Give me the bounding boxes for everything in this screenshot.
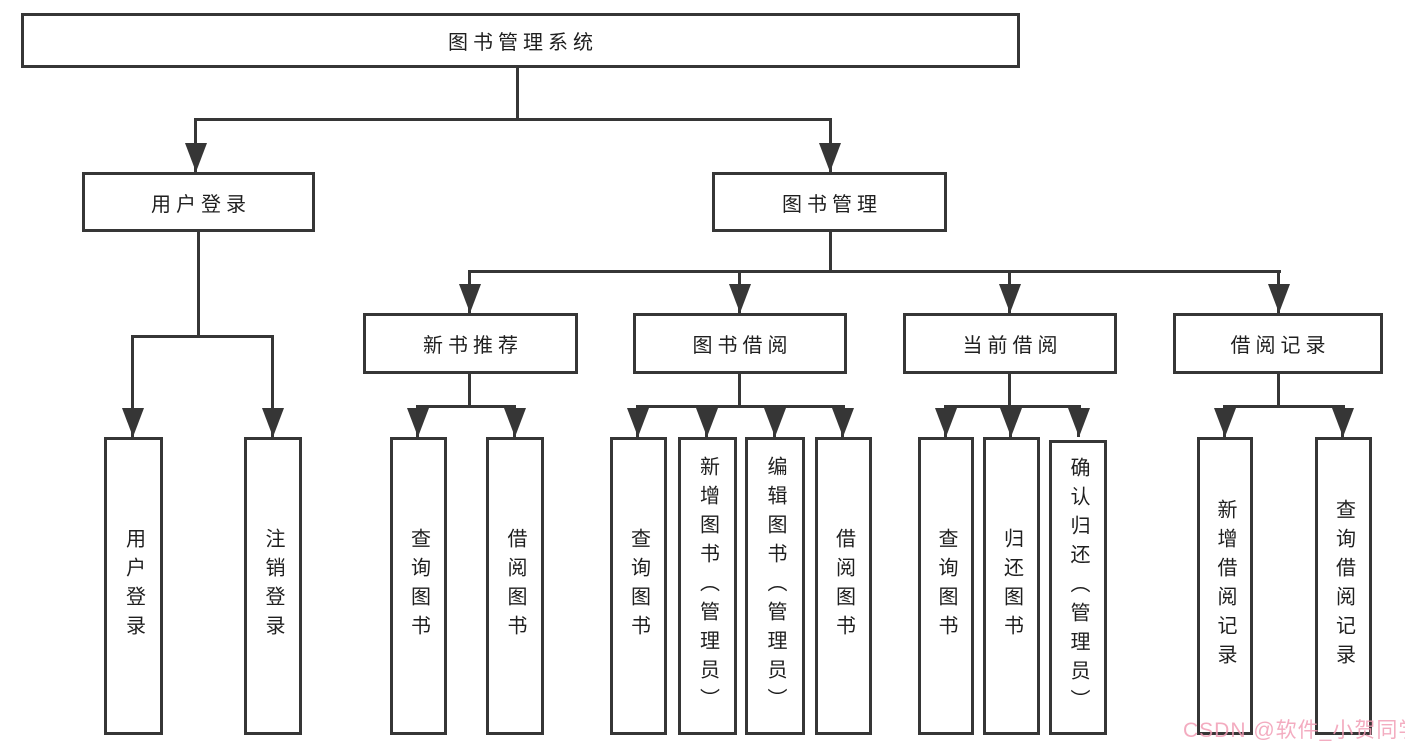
leaf-rec-borrow-books: 借阅图书 <box>486 437 544 735</box>
connector-line <box>1223 405 1345 408</box>
node-user-login-label: 用户登录 <box>151 193 251 216</box>
arrowhead-down-icon <box>262 408 284 437</box>
arrowhead-down-icon <box>122 408 144 437</box>
arrowhead-down-icon <box>819 143 841 172</box>
arrowhead-down-icon <box>407 408 429 437</box>
leaf-user-login: 用户登录 <box>104 437 163 735</box>
connector-line <box>131 335 134 437</box>
node-root-label: 图书管理系统 <box>448 32 598 54</box>
node-book-borrowing: 图书借阅 <box>633 313 847 374</box>
leaf-rec-query-books: 查询图书 <box>390 437 447 735</box>
leaf-cb-confirm-return-admin: 确认归还（管理员） <box>1049 440 1107 735</box>
node-book-management: 图书管理 <box>712 172 947 232</box>
node-borrowing-records: 借阅记录 <box>1173 313 1383 374</box>
arrowhead-down-icon <box>729 284 751 313</box>
connector-line <box>468 374 471 405</box>
leaf-cb-confirm-return-admin-label: 确认归还（管理员） <box>1067 457 1089 718</box>
arrowhead-down-icon <box>504 408 526 437</box>
arrowhead-down-icon <box>627 408 649 437</box>
leaf-rec-query-books-label: 查询图书 <box>407 528 430 644</box>
connector-line <box>416 405 516 408</box>
leaf-cb-return-books-label: 归还图书 <box>1000 528 1023 644</box>
leaf-logout-login-label: 注销登录 <box>262 528 284 644</box>
connector-line <box>636 405 845 408</box>
leaf-cb-query-books: 查询图书 <box>918 437 974 735</box>
connector-line <box>1008 374 1011 405</box>
leaf-br-add-record-label: 新增借阅记录 <box>1214 499 1236 673</box>
connector-line <box>738 374 741 405</box>
leaf-bb-add-books-admin: 新增图书（管理员） <box>678 437 737 735</box>
connector-line <box>516 68 519 118</box>
node-root: 图书管理系统 <box>21 13 1020 68</box>
arrowhead-down-icon <box>185 143 207 172</box>
leaf-bb-edit-books-admin: 编辑图书（管理员） <box>745 437 805 735</box>
csdn-watermark: CSDN @软件_小贺同学 <box>1183 719 1405 742</box>
leaf-cb-query-books-label: 查询图书 <box>935 528 957 644</box>
arrowhead-down-icon <box>935 408 957 437</box>
arrowhead-down-icon <box>1268 284 1290 313</box>
connector-line <box>944 405 1081 408</box>
node-new-book-recommend: 新书推荐 <box>363 313 578 374</box>
node-borrowing-records-label: 借阅记录 <box>1230 335 1331 357</box>
leaf-rec-borrow-books-label: 借阅图书 <box>504 528 526 644</box>
node-new-book-recommend-label: 新书推荐 <box>423 335 523 357</box>
leaf-bb-query-books: 查询图书 <box>610 437 667 735</box>
leaf-br-add-record: 新增借阅记录 <box>1197 437 1253 735</box>
arrowhead-down-icon <box>1332 408 1354 437</box>
arrowhead-down-icon <box>459 284 481 313</box>
connector-line <box>131 335 274 338</box>
leaf-bb-borrow-books-label: 借阅图书 <box>832 528 855 644</box>
connector-line <box>195 118 832 121</box>
connector-line <box>1277 374 1280 405</box>
leaf-bb-borrow-books: 借阅图书 <box>815 437 872 735</box>
connector-line <box>829 232 832 270</box>
leaf-bb-query-books-label: 查询图书 <box>627 528 650 644</box>
arrowhead-down-icon <box>832 408 854 437</box>
node-user-login: 用户登录 <box>82 172 315 232</box>
arrowhead-down-icon <box>1214 408 1236 437</box>
leaf-cb-return-books: 归还图书 <box>983 437 1040 735</box>
node-current-borrowing: 当前借阅 <box>903 313 1117 374</box>
leaf-bb-add-books-admin-label: 新增图书（管理员） <box>696 455 719 717</box>
node-book-borrowing-label: 图书借阅 <box>692 335 793 357</box>
arrowhead-down-icon <box>1000 408 1022 437</box>
arrowhead-down-icon <box>999 284 1021 313</box>
connector-line <box>271 335 274 437</box>
node-current-borrowing-label: 当前借阅 <box>962 335 1063 357</box>
arrowhead-down-icon <box>696 408 718 437</box>
arrowhead-down-icon <box>1068 408 1090 437</box>
leaf-user-login-label: 用户登录 <box>122 528 145 644</box>
leaf-br-query-record-label: 查询借阅记录 <box>1332 499 1355 673</box>
leaf-br-query-record: 查询借阅记录 <box>1315 437 1372 735</box>
node-book-management-label: 图书管理 <box>782 193 882 216</box>
connector-line <box>469 270 1281 273</box>
leaf-logout-login: 注销登录 <box>244 437 302 735</box>
leaf-bb-edit-books-admin-label: 编辑图书（管理员） <box>764 455 786 717</box>
arrowhead-down-icon <box>764 408 786 437</box>
connector-line <box>197 232 200 335</box>
